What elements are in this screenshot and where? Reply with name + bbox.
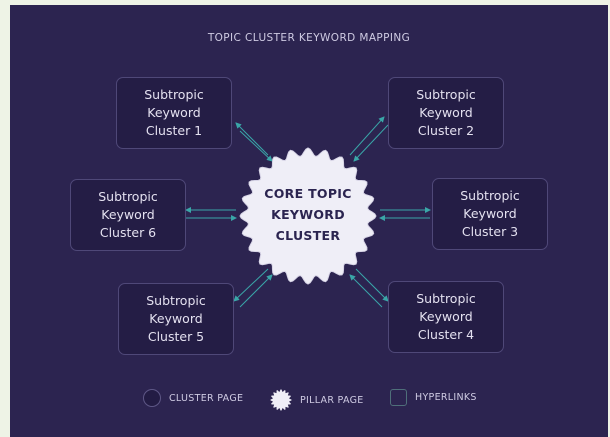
cluster-box-1: Subtropic Keyword Cluster 1: [116, 77, 232, 149]
core-topic-gear: [239, 147, 377, 285]
arrow-core-to-cluster-5: [233, 268, 269, 302]
cluster-label: Subtropic Keyword Cluster 4: [416, 291, 476, 342]
pillar-page-icon: [270, 389, 292, 411]
cluster-box-2: Subtropic Keyword Cluster 2: [388, 77, 504, 149]
cluster-page-icon: [143, 389, 161, 407]
cluster-label: Subtropic Keyword Cluster 3: [460, 188, 520, 239]
cluster-box-6: Subtropic Keyword Cluster 6: [70, 179, 186, 251]
arrow-cluster-1-to-core: [239, 130, 273, 162]
diagram-title: TOPIC CLUSTER KEYWORD MAPPING: [207, 32, 411, 44]
cluster-label: Subtropic Keyword Cluster 6: [98, 189, 158, 240]
cluster-box-3: Subtropic Keyword Cluster 3: [432, 178, 548, 250]
arrow-core-to-cluster-2: [349, 116, 385, 156]
diagram-canvas: TOPIC CLUSTER KEYWORD MAPPING: [10, 5, 608, 437]
arrow-cluster-4-to-core: [349, 274, 383, 308]
arrow-core-to-cluster-4: [355, 268, 389, 302]
legend-cluster-page: CLUSTER PAGE: [143, 389, 243, 407]
legend-pillar-page: PILLAR PAGE: [270, 389, 364, 411]
cluster-box-4: Subtropic Keyword Cluster 4: [388, 281, 504, 353]
arrow-core-to-cluster-1: [235, 122, 269, 156]
cluster-box-5: Subtropic Keyword Cluster 5: [118, 283, 234, 355]
cluster-label: Subtropic Keyword Cluster 1: [144, 87, 204, 138]
hyperlinks-icon: [390, 389, 407, 406]
legend-hyperlinks: HYPERLINKS: [390, 389, 477, 406]
legend-label: HYPERLINKS: [415, 392, 477, 403]
legend-label: PILLAR PAGE: [300, 394, 364, 406]
hyperlink-arrows: [185, 116, 431, 308]
arrow-cluster-2-to-core: [353, 124, 389, 162]
cluster-label: Subtropic Keyword Cluster 5: [146, 293, 206, 344]
cluster-label: Subtropic Keyword Cluster 2: [416, 87, 476, 138]
legend-label: CLUSTER PAGE: [169, 392, 244, 404]
core-topic-label: CORE TOPIC KEYWORD CLUSTER: [264, 186, 352, 243]
arrow-cluster-5-to-core: [239, 274, 273, 308]
